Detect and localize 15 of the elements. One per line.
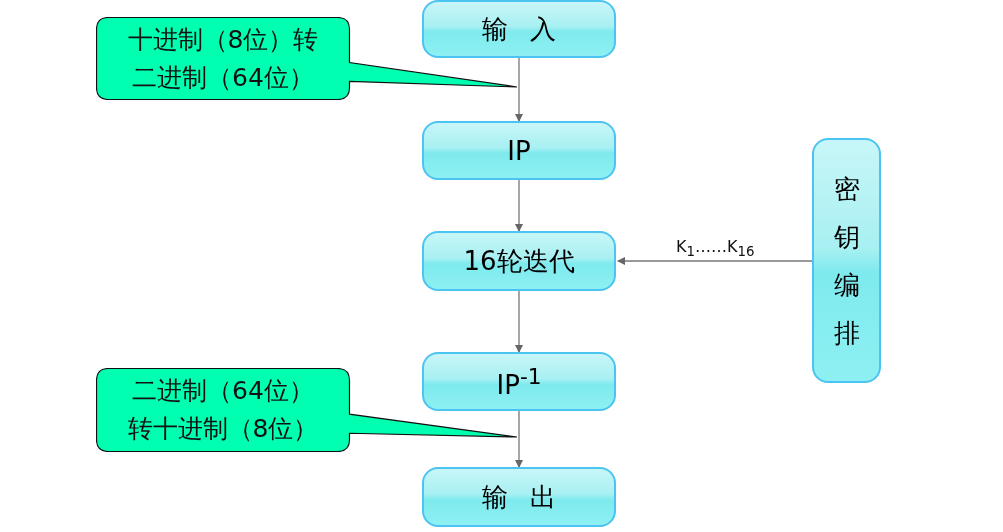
speech-bubble [96, 368, 518, 452]
arrow [515, 57, 523, 122]
process-box: 输 入 [422, 0, 616, 58]
process-box: IP [422, 121, 616, 180]
process-box: 输 出 [422, 467, 616, 527]
process-box: 16轮迭代 [422, 231, 616, 291]
vertical-process-box: 密钥编排 [812, 138, 881, 383]
arrow [515, 410, 523, 468]
arrow [515, 179, 523, 232]
arrow [617, 257, 813, 265]
process-box: IP$^{-1}$ [422, 352, 616, 411]
arrow [515, 290, 523, 353]
callout-text: 十进制（8位）转二进制（64位） [126, 23, 320, 94]
speech-bubble [96, 17, 518, 100]
callout-text: 二进制（64位）转十进制（8位） [126, 374, 320, 445]
